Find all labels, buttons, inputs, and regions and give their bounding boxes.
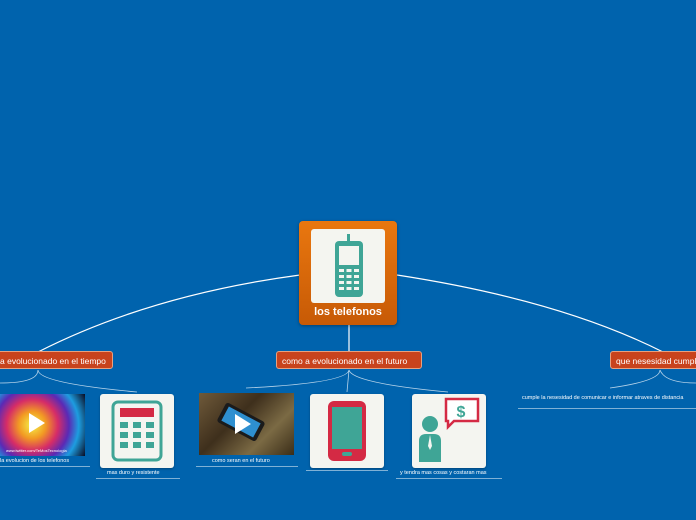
link-topic1-child-b (37, 369, 138, 393)
topic-label: como a evolucionado en el futuro (282, 356, 408, 366)
evolution-video-caption: la evolucion de los telefonos (0, 458, 70, 464)
evolution-video-thumbnail[interactable]: www.twitter.com/TeMosTecnologia (0, 394, 85, 456)
topic-evolucionado-tiempo[interactable]: a evolucionado en el tiempo (0, 351, 113, 369)
link-topic2-child-c (348, 369, 449, 393)
future-video-caption: como seran en el futuro (212, 458, 270, 464)
central-topic-title: los telefonos (314, 306, 382, 318)
topic-label: a evolucionado en el tiempo (0, 356, 106, 366)
person-money-icon: $ (419, 397, 480, 462)
link-topic1-child-a (0, 369, 39, 384)
calculator-card[interactable] (100, 394, 174, 468)
caption-underline (0, 466, 90, 467)
need-text: cumple la nesesidad de comunicar e infor… (522, 395, 684, 401)
topic-nesesidad[interactable]: que nesesidad cumple (610, 351, 696, 369)
play-icon[interactable] (235, 414, 251, 434)
future-video-thumbnail[interactable] (199, 393, 294, 455)
central-icon-card (311, 229, 385, 303)
calculator-icon (111, 400, 163, 462)
person-money-card[interactable]: $ (412, 394, 486, 468)
central-topic[interactable]: los telefonos (299, 221, 397, 325)
link-topic2-child-b (346, 369, 350, 393)
person-money-caption: y tendra mas cosas y costaran mas (400, 470, 487, 476)
smartphone-card[interactable] (310, 394, 384, 468)
play-icon[interactable] (29, 413, 45, 433)
caption-underline (96, 478, 180, 479)
mobile-phone-icon (335, 234, 363, 297)
link-topic3-child-b (659, 369, 696, 384)
svg-text:$: $ (457, 404, 466, 421)
caption-underline (306, 470, 388, 471)
link-central-topic-3 (396, 274, 664, 353)
caption-underline (518, 408, 696, 409)
link-topic2-child-a (245, 369, 350, 389)
caption-underline (196, 466, 298, 467)
caption-underline (396, 478, 502, 479)
link-central-topic-1 (37, 274, 301, 353)
link-topic3-child-a (609, 369, 661, 389)
topic-label: que nesesidad cumple (616, 356, 696, 366)
calculator-caption: mas duro y resistente (107, 470, 160, 476)
topic-evolucionado-futuro[interactable]: como a evolucionado en el futuro (276, 351, 422, 369)
video-url: www.twitter.com/TeMosTecnologia (6, 448, 67, 453)
smartphone-icon (328, 401, 366, 461)
